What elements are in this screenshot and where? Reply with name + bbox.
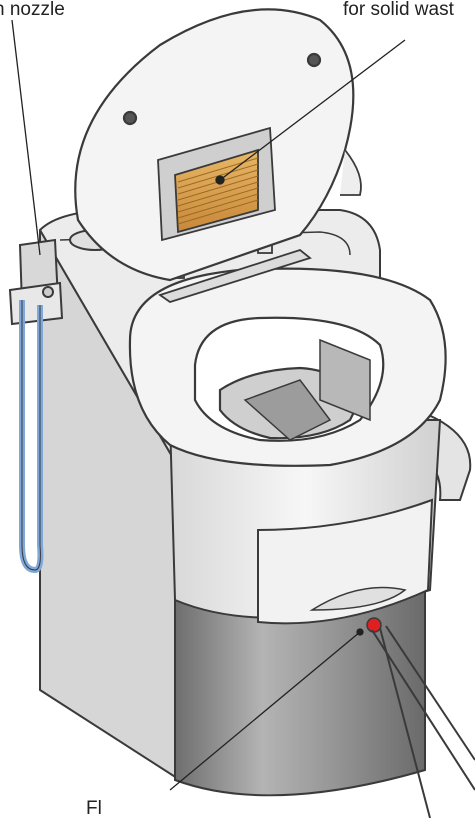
indicator-dot: [367, 618, 381, 632]
label-solid-waste: for solid wast: [343, 0, 454, 19]
label-bottom: Fl: [86, 799, 102, 818]
label-nozzle: n nozzle: [0, 0, 65, 19]
